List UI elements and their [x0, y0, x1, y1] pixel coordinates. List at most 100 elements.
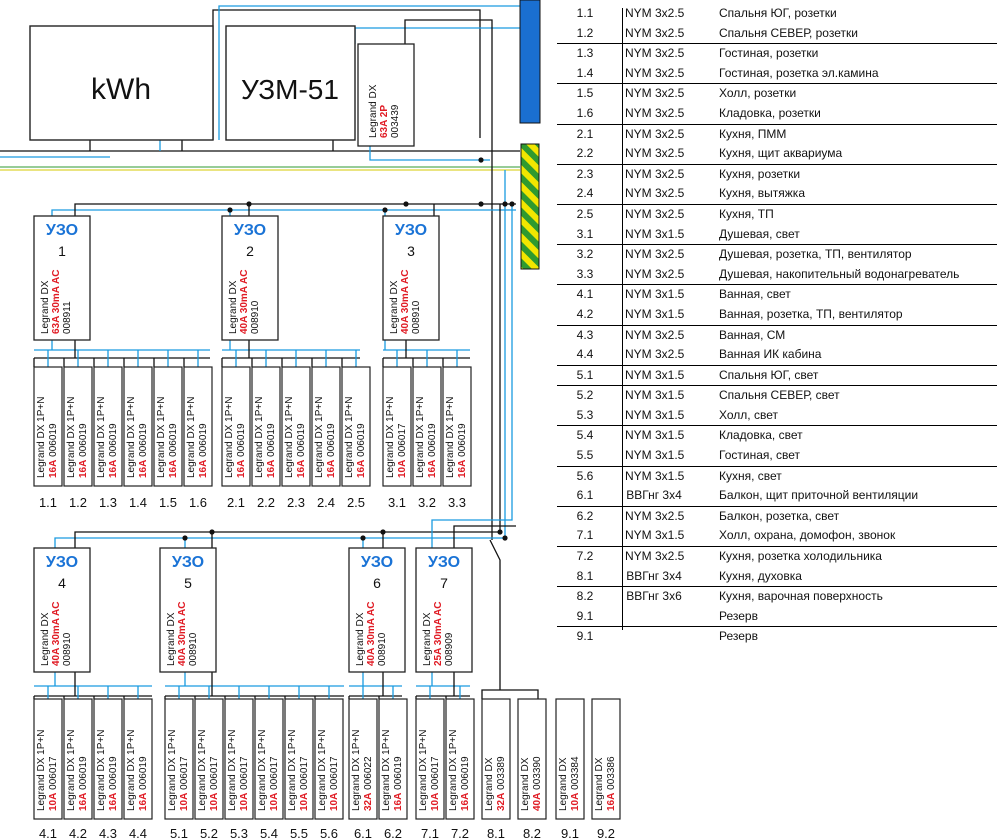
rcd-body [221, 215, 279, 341]
breaker-rating-code: 10A 006017 [329, 756, 340, 811]
legend-cable: NYM 3x2.5 [625, 46, 685, 61]
legend-cable: NYM 3x2.5 [625, 206, 685, 221]
breaker-label: 8.2 [523, 826, 541, 839]
breaker-label: 1.2 [69, 495, 87, 510]
breaker-rating-code: 16A 006019 [78, 423, 89, 478]
breaker-model: Legrand DX 1P+N [66, 397, 77, 478]
breaker-body [445, 698, 475, 820]
junction-dot [182, 535, 188, 541]
breaker-body [63, 698, 93, 820]
breaker-model: Legrand DX 1P+N [344, 397, 355, 478]
legend-description: Кухня, варочная поверхность [719, 589, 883, 604]
breaker-label: 3.3 [448, 495, 466, 510]
rcd-number: 6 [373, 575, 381, 591]
legend-cable: ВВГнг 3х6 [626, 589, 682, 604]
legend-description: Кухня, свет [719, 468, 782, 483]
energy-meter [29, 25, 214, 141]
legend-circuit-id: 4.2 [576, 306, 594, 321]
rcd-rating: 40A 30mA AC [239, 270, 250, 334]
breaker-body [311, 366, 341, 487]
breaker-rating-code: 16A 006019 [460, 756, 471, 811]
rcd-number: 7 [440, 575, 448, 591]
legend-description: Кухня, ТП [719, 206, 774, 221]
legend-cable: NYM 3x2.5 [625, 327, 685, 342]
wire [431, 204, 513, 548]
breaker-model: Legrand DX 1P+N [126, 397, 137, 478]
legend-cable: NYM 3x1.5 [625, 367, 685, 382]
rcd-rating: 40A 30mA AC [400, 270, 411, 334]
breaker-rating-code: 16A 006019 [138, 756, 149, 811]
legend-row: 5.1 NYM 3x1.5 Спальня ЮГ, свет [557, 364, 997, 386]
breaker-label: 5.1 [170, 826, 188, 839]
breaker-model: Legrand DX 1P+N [415, 397, 426, 478]
breaker-body [281, 366, 311, 487]
rcd-title: УЗО [234, 222, 266, 239]
breaker-body [415, 698, 445, 820]
legend-description: Кладовка, розетки [719, 105, 821, 120]
junction-dot [360, 535, 366, 541]
breaker-rating-code: 16A 006019 [427, 423, 438, 478]
breaker-rating-code: 16A 003386 [606, 756, 617, 811]
legend-description: Спальня ЮГ, свет [719, 367, 819, 382]
rcd-model: Legrand DX [228, 280, 239, 334]
legend-circuit-id: 8.2 [576, 589, 594, 604]
legend-circuit-id: 1.3 [576, 46, 594, 61]
breaker-label: 4.1 [39, 826, 57, 839]
legend-circuit-id: 5.1 [576, 367, 594, 382]
breaker-rating-code: 10A 003384 [570, 756, 581, 811]
breaker-label: 1.1 [39, 495, 57, 510]
legend-circuit-id: 6.1 [576, 488, 594, 503]
breaker-model: Legrand DX 1P+N [224, 397, 235, 478]
legend-cable: NYM 3x1.5 [625, 528, 685, 543]
breaker-label: 1.4 [129, 495, 147, 510]
rcd-model: Legrand DX [389, 280, 400, 334]
legend-cable: NYM 3x2.5 [625, 146, 685, 161]
breaker-body [33, 698, 63, 820]
wire [218, 5, 520, 140]
rcd-model: Legrand DX [355, 612, 366, 666]
breaker-body [254, 698, 284, 820]
breaker-model: Legrand DX 1P+N [197, 730, 208, 811]
junction-dot [478, 157, 484, 163]
breaker-body [93, 366, 123, 487]
rcd-code: 008910 [411, 300, 422, 334]
legend-description: Ванная, розетка, ТП, вентилятор [719, 306, 903, 321]
wire [453, 525, 516, 548]
breaker-label: 4.4 [129, 826, 147, 839]
rcd-body [159, 547, 217, 673]
breaker-model: Legrand DX 1P+N [314, 397, 325, 478]
breaker-model: Legrand DX 1P+N [227, 730, 238, 811]
legend-cable: NYM 3x2.5 [625, 186, 685, 201]
breaker-model: Legrand DX 1P+N [96, 730, 107, 811]
breaker-rating-code: 32A 003389 [496, 756, 507, 811]
legend-divider [622, 8, 623, 630]
legend-description: Кухня, вытяжка [719, 186, 805, 201]
legend-description: Балкон, розетка, свет [719, 508, 840, 523]
legend-description: Гостиная, свет [719, 448, 801, 463]
breaker-body [63, 366, 93, 487]
legend-description: Кухня, розетка холодильника [719, 549, 882, 564]
breaker-model: Legrand DX 1P+N [448, 730, 459, 811]
legend-description: Гостиная, розетка эл.камина [719, 65, 879, 80]
breaker-model: Legrand DX 1P+N [351, 730, 362, 811]
legend-description: Кухня, духовка [719, 568, 802, 583]
breaker-label: 3.2 [418, 495, 436, 510]
breaker-body [153, 366, 183, 487]
junction-dot [380, 529, 386, 535]
rcd-number: 3 [407, 243, 415, 259]
rcd-title: УЗО [395, 222, 427, 239]
legend-circuit-id: 1.2 [576, 25, 594, 40]
rcd-code: 008911 [62, 301, 73, 334]
legend-circuit-id: 8.1 [576, 568, 594, 583]
